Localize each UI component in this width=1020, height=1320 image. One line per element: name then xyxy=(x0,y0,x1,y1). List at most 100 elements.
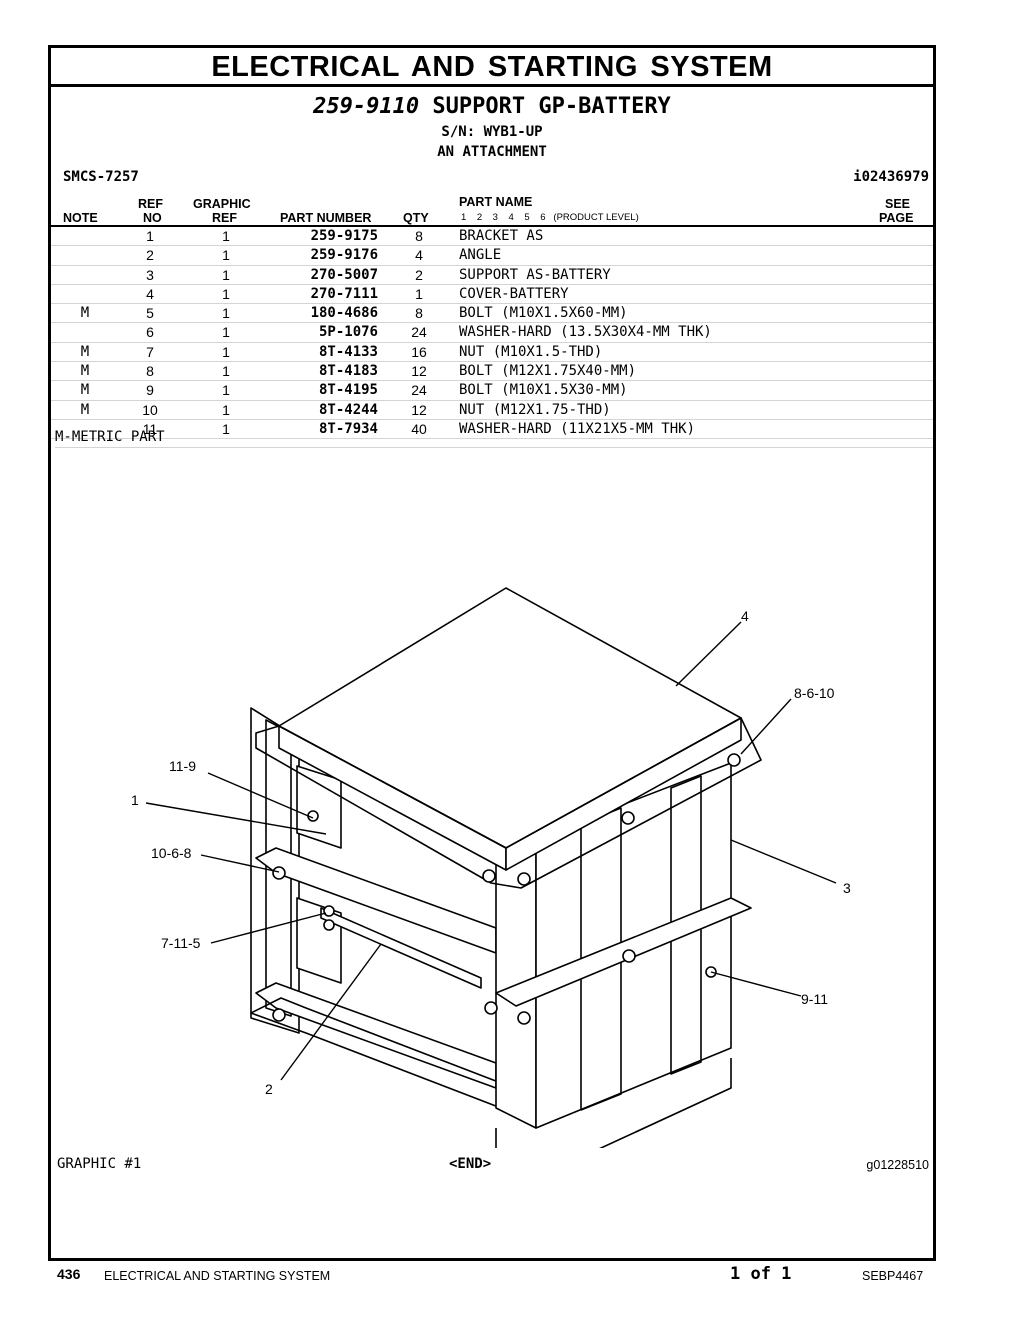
bolt-icon xyxy=(484,1001,498,1015)
callout-2: 2 xyxy=(265,1081,273,1097)
row-ref: 9 xyxy=(146,382,154,399)
row-part-name: WASHER-HARD (13.5X30X4-MM THK) xyxy=(459,324,712,341)
row-ref: 5 xyxy=(146,305,154,322)
row-part-number[interactable]: 8T-4133 xyxy=(318,343,378,360)
row-graphic-ref: 1 xyxy=(222,382,230,399)
bolt-icon xyxy=(482,869,496,883)
metric-note: M-METRIC PART xyxy=(55,429,933,448)
row-part-number[interactable]: 270-7111 xyxy=(310,285,378,302)
row-note: M xyxy=(80,343,90,360)
row-qty: 8 xyxy=(415,305,423,322)
row-graphic-ref: 1 xyxy=(222,420,230,437)
row-graphic-ref: 1 xyxy=(222,363,230,380)
row-part-number[interactable]: 8T-7934 xyxy=(318,420,378,437)
bolt-icon xyxy=(323,905,335,917)
bolt-icon xyxy=(517,1011,531,1025)
top-support-plate xyxy=(255,717,762,889)
end-marker: <END> xyxy=(449,1156,492,1172)
bolt-icon xyxy=(622,949,636,963)
row-part-name: BRACKET AS xyxy=(459,228,544,244)
table-row[interactable]: 2 1 259-9176 4 ANGLE xyxy=(51,246,933,266)
group-name: SUPPORT GP-BATTERY xyxy=(432,94,671,119)
row-part-number[interactable]: 270-5007 xyxy=(310,266,378,283)
header-ref-top: REF xyxy=(138,197,163,211)
row-ref: 1 xyxy=(146,228,154,244)
row-note: M xyxy=(80,363,90,380)
row-part-number[interactable]: 8T-4244 xyxy=(318,401,378,418)
row-qty: 2 xyxy=(415,266,423,283)
callout-9-11: 9-11 xyxy=(801,991,828,1007)
header-graphic-top: GRAPHIC xyxy=(193,197,251,211)
row-part-name: BOLT (M12X1.75X40-MM) xyxy=(459,363,637,380)
row-graphic-ref: 1 xyxy=(222,228,230,244)
bolt-icon xyxy=(621,811,635,825)
battery-support-diagram: 4 8-6-10 11-9 1 10-6-8 3 7-11-5 9-11 2 xyxy=(131,587,851,1148)
row-graphic-ref: 1 xyxy=(222,305,230,322)
row-graphic-ref: 1 xyxy=(222,343,230,360)
bolt-icon xyxy=(272,866,286,880)
footer-page-of: 1 of 1 xyxy=(730,1264,792,1284)
row-part-number[interactable]: 8T-4183 xyxy=(318,363,378,380)
header-see-top: SEE xyxy=(885,197,911,211)
row-note: M xyxy=(80,305,90,322)
callout-leaders xyxy=(145,621,837,1081)
header-part-name: PART NAME xyxy=(459,195,533,209)
row-qty: 4 xyxy=(415,247,423,264)
row-part-number[interactable]: 180-4686 xyxy=(310,305,378,322)
attachment-label: AN ATTACHMENT xyxy=(437,144,547,160)
table-row[interactable]: 1 1 259-9175 8 BRACKET AS xyxy=(51,227,933,247)
table-row[interactable]: M 5 1 180-4686 8 BOLT (M10X1.5X60-MM) xyxy=(51,304,933,324)
row-ref: 8 xyxy=(146,363,154,380)
footer-page-number: 436 xyxy=(57,1266,81,1282)
row-part-number[interactable]: 259-9175 xyxy=(310,228,378,244)
front-foot xyxy=(495,1058,732,1148)
row-graphic-ref: 1 xyxy=(222,401,230,418)
row-part-name: BOLT (M10X1.5X60-MM) xyxy=(459,305,628,322)
group-number[interactable]: 259-9110 xyxy=(313,94,420,119)
page-frame: ELECTRICAL AND STARTING SYSTEM 259-9110 … xyxy=(48,45,936,1261)
row-part-number[interactable]: 8T-4195 xyxy=(318,382,378,399)
callout-11-9: 11-9 xyxy=(169,758,196,774)
row-graphic-ref: 1 xyxy=(222,266,230,283)
row-ref: 7 xyxy=(146,343,154,360)
row-graphic-ref: 1 xyxy=(222,247,230,264)
row-part-number[interactable]: 5P-1076 xyxy=(318,324,378,341)
group-heading: 259-9110 SUPPORT GP-BATTERY xyxy=(51,94,933,119)
illustration-id: i02436979 xyxy=(853,169,929,185)
row-ref: 10 xyxy=(142,401,158,418)
header-graphic-bottom: REF xyxy=(212,211,237,225)
row-part-name: ANGLE xyxy=(459,247,502,264)
header-note: NOTE xyxy=(63,211,98,225)
callout-8-6-10: 8-6-10 xyxy=(794,685,835,701)
smcs-code: SMCS-7257 xyxy=(63,169,139,185)
row-part-name: COVER-BATTERY xyxy=(459,285,569,302)
header-qty: QTY xyxy=(403,211,429,225)
callout-4: 4 xyxy=(741,608,749,624)
row-part-number[interactable]: 259-9176 xyxy=(310,247,378,264)
row-qty: 1 xyxy=(415,285,423,302)
row-qty: 8 xyxy=(415,228,423,244)
graphic-label: GRAPHIC #1 xyxy=(57,1156,142,1172)
bolt-icon xyxy=(323,919,335,931)
row-note: M xyxy=(80,382,90,399)
row-ref: 3 xyxy=(146,266,154,283)
row-part-name: WASHER-HARD (11X21X5-MM THK) xyxy=(459,420,696,437)
graphic-id: g01228510 xyxy=(866,1158,929,1172)
footer-section: ELECTRICAL AND STARTING SYSTEM xyxy=(104,1269,331,1283)
parts-table-body: 1 1 259-9175 8 BRACKET AS 2 1 259-9176 4 ANGLE 3… xyxy=(51,227,933,440)
row-ref: 2 xyxy=(146,247,154,264)
mid-shelf-front xyxy=(495,897,752,1007)
bolt-icon xyxy=(517,872,531,886)
header-ref-bottom: NO xyxy=(143,211,162,225)
page-title: ELECTRICAL AND STARTING SYSTEM xyxy=(51,48,933,87)
row-ref: 4 xyxy=(146,285,154,302)
header-see-bottom: PAGE xyxy=(879,211,914,225)
